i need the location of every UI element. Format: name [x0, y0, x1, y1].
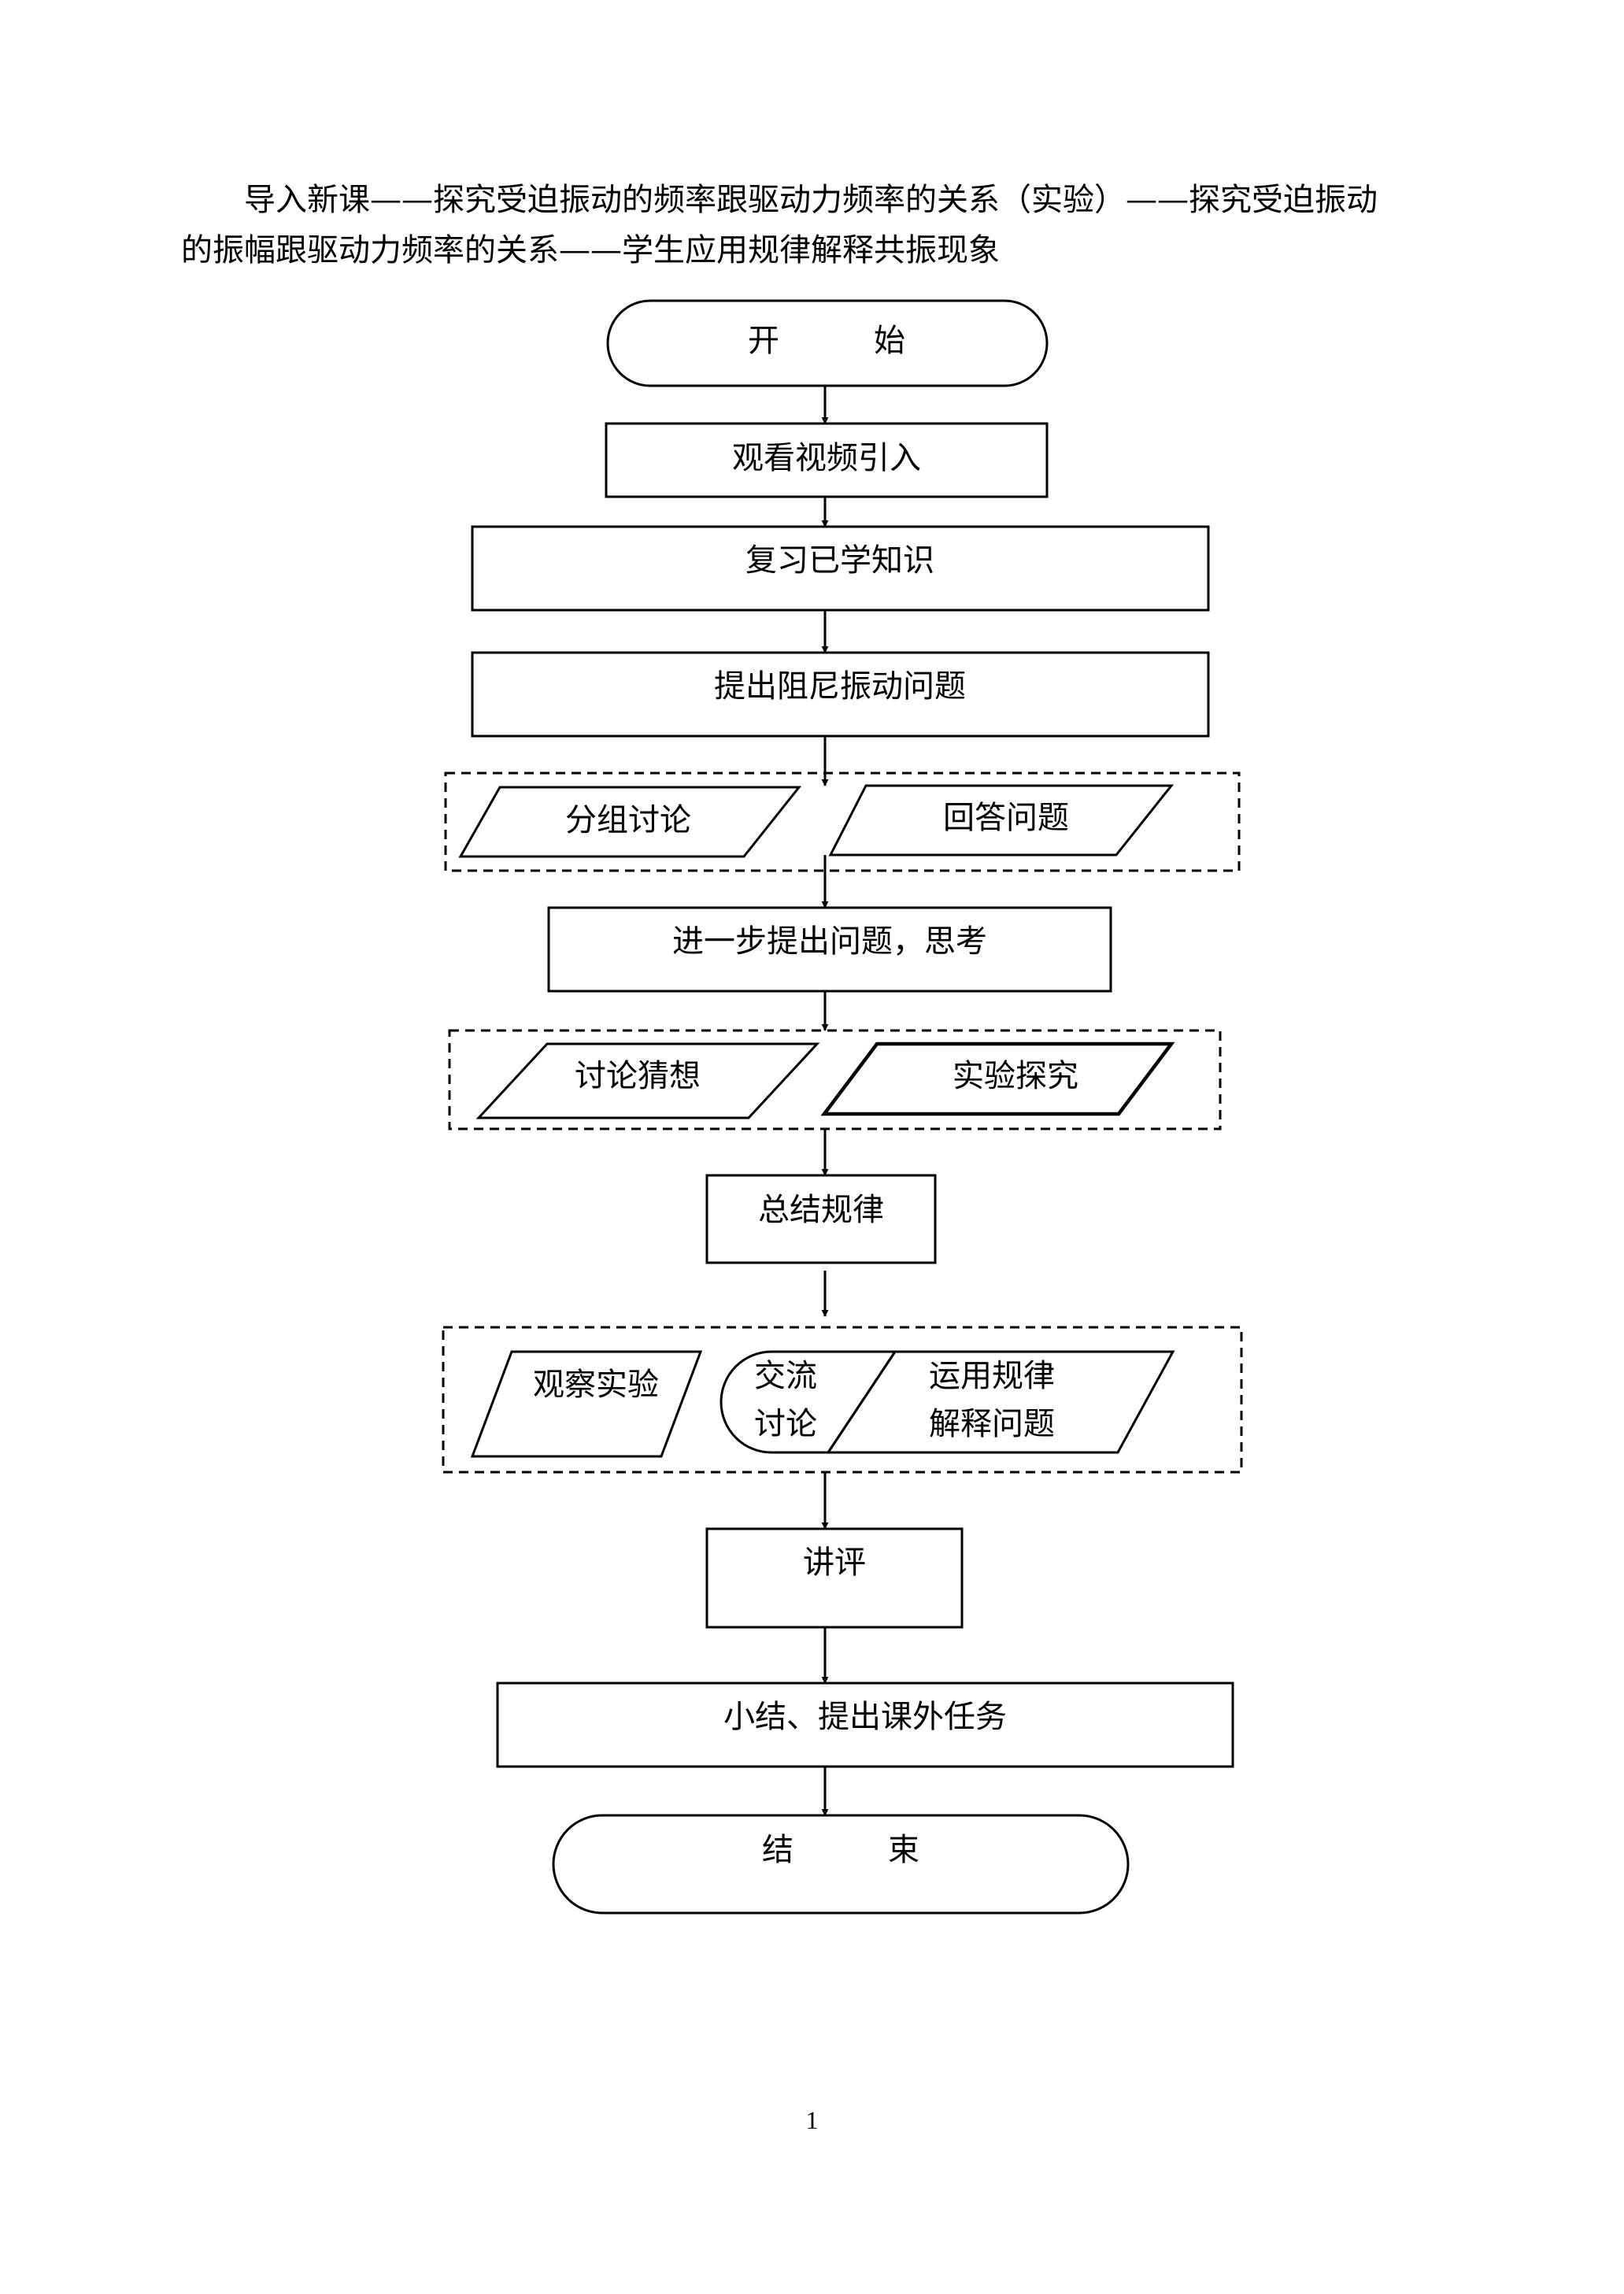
- parallelogram-experiment: [820, 1042, 1175, 1116]
- step-label-6: 讲评: [803, 1545, 866, 1581]
- answer-label: 回答问题: [943, 800, 1069, 836]
- step-box-2: [471, 525, 1210, 612]
- discuss-label: 分组讨论: [565, 802, 691, 838]
- intro-line-1: 导入新课——探究受迫振动的频率跟驱动力频率的关系（实验）——探究受迫振动: [244, 182, 1378, 218]
- step-label-4: 进一步提出问题，思考: [672, 923, 987, 960]
- parallelogram-apply: [826, 1350, 1175, 1454]
- observe-label: 观察实验: [533, 1367, 659, 1403]
- parallelogram-guess: [475, 1042, 820, 1119]
- apply-label-1: 运用规律: [929, 1358, 1055, 1394]
- communicate-label-2: 讨论: [754, 1406, 817, 1442]
- experiment-label: 实验探究: [953, 1058, 1078, 1094]
- intro-line-2: 的振幅跟驱动力频率的关系——学生应用规律解释共振现象: [181, 232, 1000, 268]
- start-label: 开 始: [748, 323, 905, 359]
- step-box-4: [547, 906, 1112, 993]
- end-label: 结 束: [762, 1832, 919, 1868]
- step-label-7: 小结、提出课外任务: [723, 1699, 1007, 1735]
- start-terminator: [606, 299, 1049, 387]
- communicate-label-1: 交流: [754, 1358, 817, 1394]
- end-terminator: [552, 1814, 1130, 1915]
- step-box-6: [705, 1527, 964, 1629]
- parallelogram-observe: [470, 1350, 703, 1458]
- group-box-3: [442, 1326, 1243, 1474]
- step-box-5: [705, 1174, 937, 1264]
- parallelogram-answer: [828, 784, 1175, 857]
- step-label-1: 观看视频引入: [732, 440, 921, 476]
- parallelogram-discuss: [458, 786, 802, 858]
- group-box-2: [448, 1029, 1222, 1130]
- step-box-3: [471, 651, 1210, 738]
- group-box-1: [444, 771, 1241, 872]
- shape-communicate: [720, 1350, 897, 1454]
- step-label-3: 提出阻尼振动问题: [714, 668, 966, 705]
- apply-label-2: 解释问题: [929, 1406, 1055, 1442]
- step-box-7: [496, 1682, 1234, 1768]
- guess-label: 讨论猜想: [575, 1058, 701, 1094]
- page-number: 1: [805, 2106, 819, 2134]
- step-label-5: 总结规律: [758, 1192, 884, 1228]
- step-label-2: 复习已学知识: [745, 542, 934, 579]
